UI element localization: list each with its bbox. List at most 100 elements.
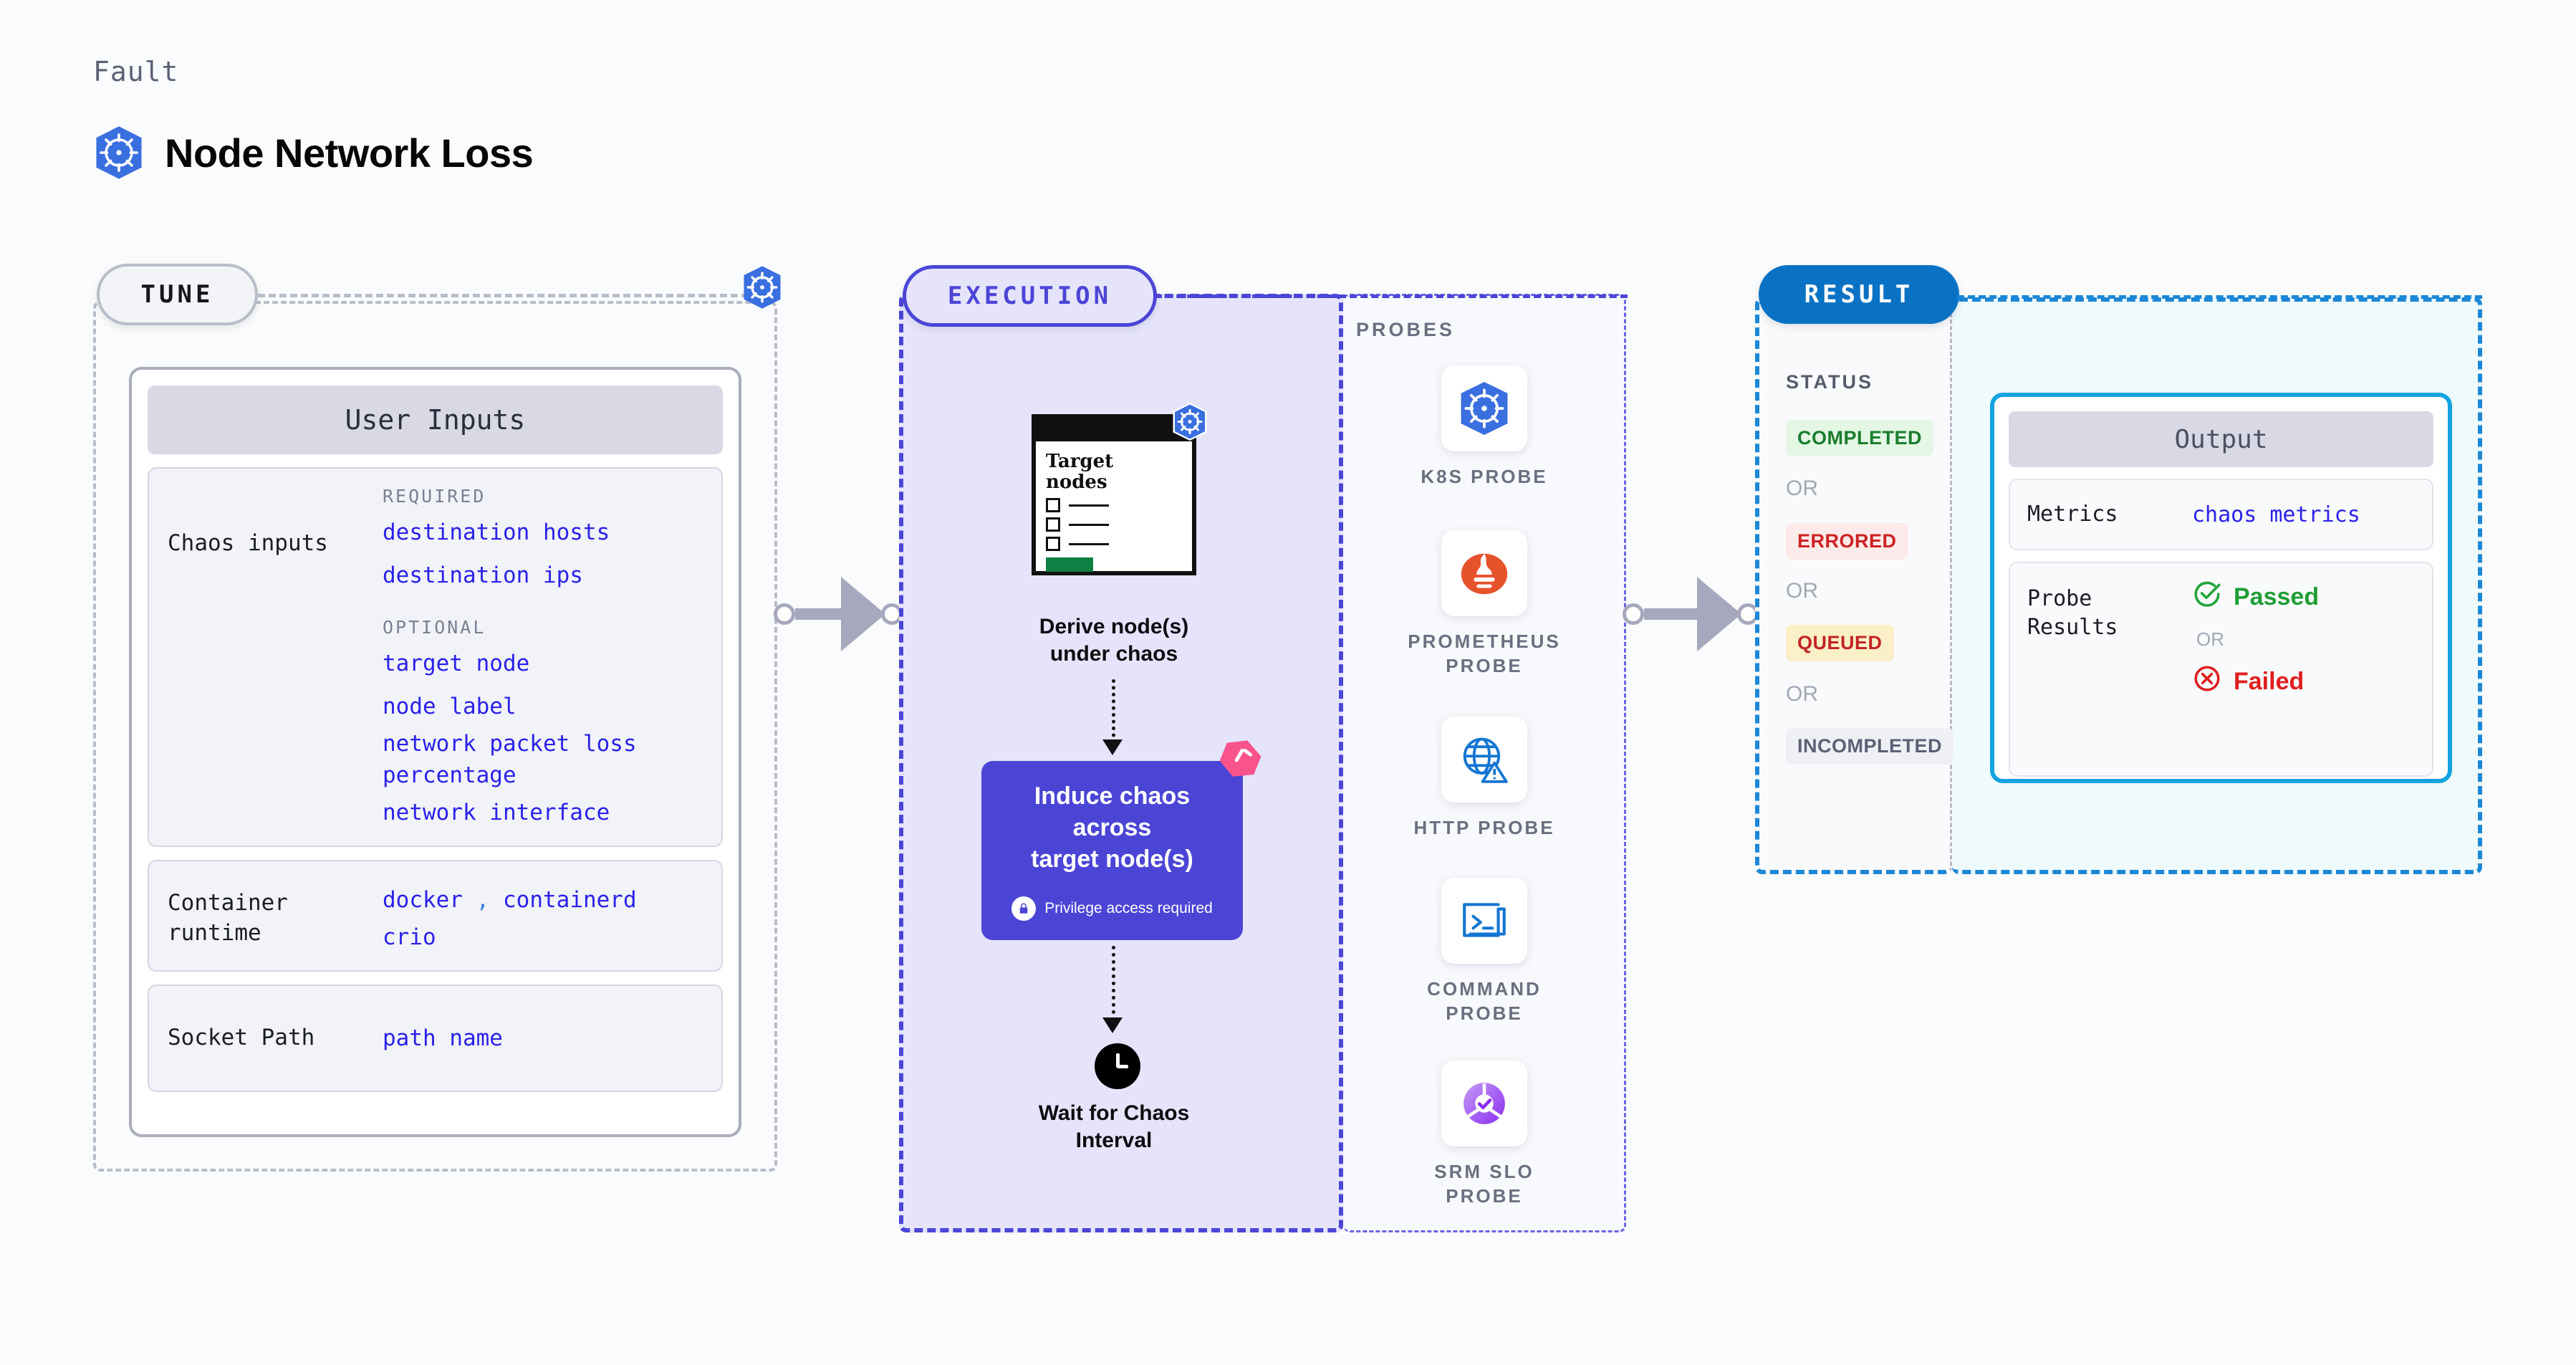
connector-start-dot bbox=[1623, 603, 1644, 625]
result-pill-connector bbox=[1957, 295, 2482, 299]
stage-pill-result[interactable]: RESULT bbox=[1759, 265, 1959, 324]
lock-icon bbox=[1011, 896, 1037, 921]
input-network-interface[interactable]: network interface bbox=[383, 800, 610, 826]
induce-chaos-title-line1: Induce chaos across bbox=[1034, 782, 1191, 841]
chaos-inputs-row: Chaos inputs REQUIRED destination hosts … bbox=[148, 467, 723, 848]
kubernetes-icon bbox=[93, 125, 145, 180]
socket-path-value[interactable]: path name bbox=[383, 1025, 503, 1052]
status-badge-errored: ERRORED bbox=[1786, 523, 1908, 560]
input-target-node[interactable]: target node bbox=[383, 651, 530, 677]
kubernetes-icon bbox=[741, 265, 783, 312]
execution-pill-connector bbox=[1155, 294, 1628, 298]
induce-chaos-box: Induce chaos across target node(s) Privi… bbox=[981, 740, 1261, 940]
chaos-mark-icon bbox=[1219, 735, 1263, 782]
induce-chaos-title-line2: target node(s) bbox=[1031, 846, 1193, 873]
placeholder-line bbox=[1069, 523, 1109, 526]
probe-k8s-label: K8S PROBE bbox=[1421, 466, 1548, 487]
metrics-row: Metrics chaos metrics bbox=[2009, 479, 2433, 550]
status-or-3: OR bbox=[1786, 682, 1818, 706]
checkbox-icon[interactable] bbox=[1046, 517, 1060, 532]
fault-header: Node Network Loss bbox=[93, 125, 534, 180]
flow-arrow-1 bbox=[1102, 739, 1123, 755]
probe-prometheus-label-2: PROBE bbox=[1446, 655, 1523, 677]
runtime-containerd[interactable]: containerd bbox=[503, 887, 637, 914]
terminal-icon bbox=[1441, 878, 1527, 964]
x-circle-icon bbox=[2192, 664, 2222, 700]
step-caption-wait-interval: Wait for Chaos Interval bbox=[1038, 1101, 1190, 1153]
probe-results-row: Probe Results Passed OR bbox=[2009, 562, 2433, 777]
probes-title: PROBES bbox=[1356, 319, 1456, 340]
target-node-item bbox=[1046, 537, 1182, 552]
output-card: Output Metrics chaos metrics Probe Resul… bbox=[1990, 393, 2452, 783]
connector-arrowhead bbox=[1697, 577, 1741, 651]
probe-results-label-1: Probe bbox=[2027, 586, 2092, 611]
page-title: Node Network Loss bbox=[165, 130, 534, 176]
target-nodes-card: Target nodes bbox=[1032, 403, 1207, 575]
probe-result-or: OR bbox=[2196, 628, 2224, 650]
runtime-docker[interactable]: docker bbox=[383, 887, 463, 914]
status-title: STATUS bbox=[1786, 371, 1873, 393]
required-label: REQUIRED bbox=[383, 486, 486, 507]
checkbox-icon[interactable] bbox=[1046, 498, 1060, 513]
input-node-label[interactable]: node label bbox=[383, 694, 516, 720]
user-inputs-title: User Inputs bbox=[148, 385, 723, 454]
connector-execution-to-result bbox=[1623, 577, 1759, 651]
probe-srm-slo-label-2: PROBE bbox=[1446, 1185, 1523, 1207]
probe-prometheus-label-1: PROMETHEUS bbox=[1408, 631, 1561, 652]
container-runtime-row: Container runtime docker , containerd cr… bbox=[148, 860, 723, 972]
privilege-note-text: Privilege access required bbox=[1044, 900, 1213, 917]
input-network-packet-loss-percentage[interactable]: network packet loss percentage bbox=[383, 731, 637, 789]
probe-prometheus[interactable]: PROMETHEUS PROBE bbox=[1398, 530, 1570, 679]
target-node-item bbox=[1046, 517, 1182, 532]
probe-result-failed: Failed bbox=[2192, 664, 2319, 700]
stage-pill-execution[interactable]: EXECUTION bbox=[903, 265, 1157, 327]
metrics-label: Metrics bbox=[2027, 502, 2118, 527]
fault-eyebrow: Fault bbox=[93, 56, 179, 87]
tune-panel bbox=[93, 301, 777, 1172]
connector-bar bbox=[1644, 608, 1698, 620]
probe-command-label-2: PROBE bbox=[1446, 1002, 1523, 1025]
runtime-crio[interactable]: crio bbox=[383, 924, 436, 951]
probe-srm-slo[interactable]: SRM SLO PROBE bbox=[1398, 1060, 1570, 1209]
connector-tune-to-execution bbox=[774, 577, 903, 651]
connector-arrowhead bbox=[841, 577, 885, 651]
probe-http-label: HTTP PROBE bbox=[1413, 817, 1555, 838]
privilege-note: Privilege access required bbox=[1011, 896, 1213, 921]
target-node-item bbox=[1046, 498, 1182, 513]
probe-result-passed: Passed bbox=[2192, 579, 2319, 616]
probe-http[interactable]: HTTP PROBE bbox=[1398, 717, 1570, 840]
connector-bar bbox=[795, 608, 842, 620]
input-destination-ips[interactable]: destination ips bbox=[383, 562, 583, 589]
runtime-separator: , bbox=[476, 887, 490, 914]
confirm-bar bbox=[1046, 557, 1093, 573]
result-status-panel bbox=[1755, 297, 1952, 874]
probe-result-passed-label: Passed bbox=[2234, 583, 2320, 610]
socket-path-label: Socket Path bbox=[168, 1025, 315, 1051]
prometheus-icon bbox=[1441, 530, 1527, 616]
target-nodes-title-line2: nodes bbox=[1046, 471, 1107, 494]
probe-command-label-1: COMMAND bbox=[1427, 978, 1542, 1000]
input-destination-hosts[interactable]: destination hosts bbox=[383, 519, 610, 545]
probe-command[interactable]: COMMAND PROBE bbox=[1398, 878, 1570, 1026]
probe-k8s[interactable]: K8S PROBE bbox=[1398, 365, 1570, 489]
probe-result-failed-label: Failed bbox=[2234, 668, 2305, 695]
target-nodes-title-line1: Target bbox=[1046, 451, 1114, 472]
container-runtime-label: Container runtime bbox=[168, 890, 288, 946]
clock-icon bbox=[1095, 1043, 1140, 1089]
status-badge-queued: QUEUED bbox=[1786, 625, 1894, 661]
status-or-2: OR bbox=[1786, 579, 1818, 603]
chaos-inputs-label: Chaos inputs bbox=[168, 530, 328, 556]
stage-pill-tune[interactable]: TUNE bbox=[97, 264, 258, 325]
user-inputs-card: User Inputs Chaos inputs REQUIRED destin… bbox=[129, 367, 741, 1137]
flow-arrow-2 bbox=[1102, 1017, 1123, 1033]
step-caption-derive-nodes: Derive node(s) under chaos bbox=[1039, 615, 1189, 666]
metrics-value[interactable]: chaos metrics bbox=[2192, 502, 2360, 527]
checkbox-icon[interactable] bbox=[1046, 537, 1060, 552]
flow-line-2 bbox=[1112, 946, 1115, 1021]
socket-path-row: Socket Path path name bbox=[148, 985, 723, 1093]
placeholder-line bbox=[1069, 542, 1109, 545]
card-titlebar bbox=[1036, 418, 1192, 441]
kubernetes-icon bbox=[1441, 365, 1527, 451]
check-circle-icon bbox=[2192, 579, 2222, 616]
